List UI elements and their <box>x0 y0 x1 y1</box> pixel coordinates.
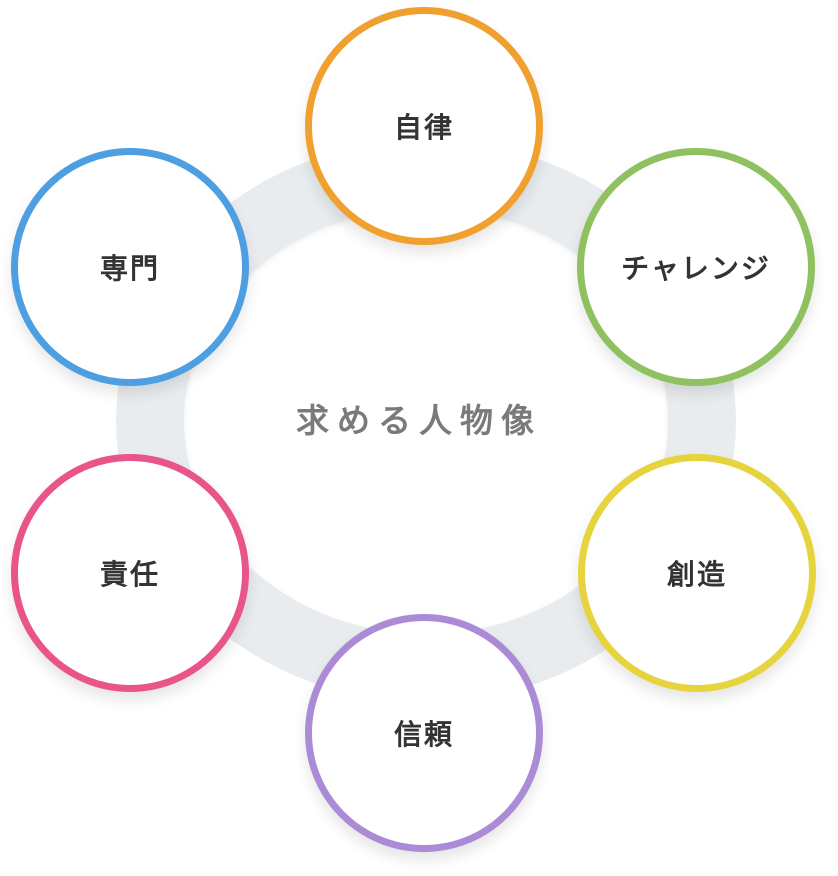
node-responsibility: 責任 <box>11 454 249 692</box>
node-label: 責任 <box>99 558 160 591</box>
node-label: 創造 <box>666 558 727 591</box>
node-creation: 創造 <box>578 454 816 692</box>
node-label: 自律 <box>393 111 454 144</box>
node-trust: 信頼 <box>305 614 543 852</box>
node-label: 専門 <box>99 252 160 285</box>
node-challenge: チャレンジ <box>577 148 815 386</box>
node-autonomy: 自律 <box>305 7 543 245</box>
node-label: 信頼 <box>393 718 454 751</box>
node-label: チャレンジ <box>621 252 771 285</box>
center-title: 求める人物像 <box>296 401 542 440</box>
node-expertise: 専門 <box>11 148 249 386</box>
